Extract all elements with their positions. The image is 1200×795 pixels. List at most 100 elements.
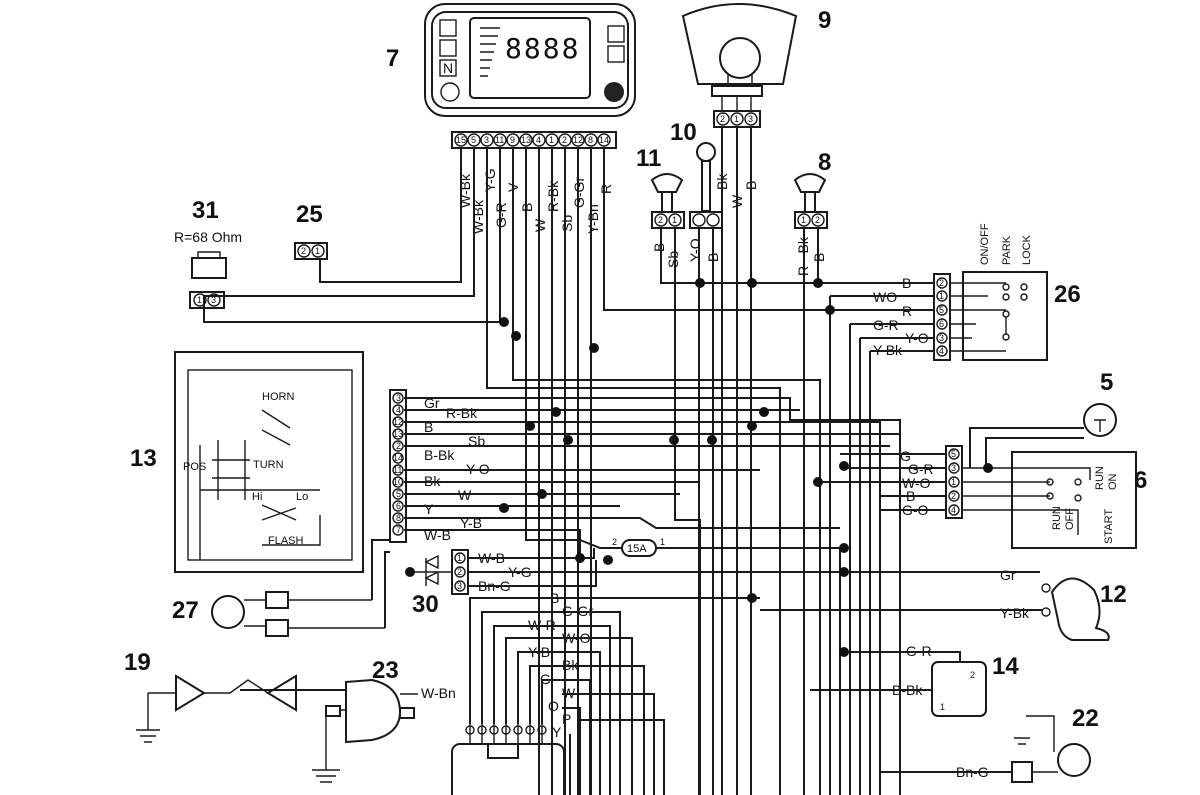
start-switch-6: 5 3 1 2 4 RUN ON RUN OFF START (945, 445, 1137, 549)
svg-text:POS: POS (183, 461, 206, 473)
switch-8: 1 2 R - Bk B (793, 173, 828, 276)
svg-text:FLASH: FLASH (268, 535, 304, 547)
svg-text:2: 2 (815, 215, 820, 225)
main-harness-connector (451, 724, 565, 795)
svg-text:2: 2 (612, 537, 617, 547)
svg-text:N: N (443, 60, 453, 76)
svg-text:10: 10 (393, 477, 403, 487)
label-26: 26 (1054, 281, 1081, 308)
svg-text:2: 2 (970, 670, 975, 680)
svg-text:RUN: RUN (1051, 506, 1063, 530)
headlight: 2 1 3 Bk W B (681, 3, 798, 208)
svg-text:11: 11 (393, 465, 402, 475)
svg-text:13: 13 (393, 429, 403, 439)
label-22: 22 (1072, 705, 1099, 732)
svg-text:8888: 8888 (505, 32, 580, 65)
svg-text:5: 5 (951, 449, 956, 459)
dashboard-pins: 15 5 3 11 9 13 4 1 2 12 8 14 (454, 133, 611, 147)
svg-text:Y-G: Y-G (482, 168, 498, 192)
dash-pin-9: 2 (562, 135, 567, 145)
switch-10: Y-O B (687, 142, 723, 262)
svg-text:Sb: Sb (665, 251, 681, 268)
spark-plugs-19 (136, 674, 297, 743)
svg-text:4: 4 (951, 505, 956, 515)
svg-text:Y: Y (552, 724, 562, 740)
svg-text:1: 1 (801, 215, 806, 225)
svg-text:3: 3 (211, 295, 216, 305)
label-11: 11 (636, 145, 661, 172)
ignition-switch-26: 2 1 5 6 3 4 ON/OFF PARK LOCK (933, 223, 1048, 361)
svg-text:Y-O: Y-O (687, 238, 703, 262)
dash-pin-8: 1 (549, 135, 554, 145)
dash-pin-6: 13 (521, 135, 531, 145)
svg-text:Y-Bn: Y-Bn (585, 204, 601, 234)
dash-pin-7: 4 (536, 135, 541, 145)
component-5 (1083, 403, 1117, 437)
svg-text:2: 2 (396, 441, 401, 451)
svg-text:5: 5 (939, 305, 944, 315)
fuse: 15A 2 1 (612, 537, 665, 557)
svg-text:B-Bk: B-Bk (424, 447, 455, 463)
component-27 (211, 591, 385, 637)
handlebar-switch-13: HORN TURN POS Hi Lo FLASH 3 4 12 13 2 14… (174, 351, 407, 573)
dash-pin-12: 14 (599, 135, 609, 145)
svg-text:ON/OFF: ON/OFF (979, 223, 991, 265)
resistor-31: 31 R=68 Ohm 1 3 (174, 197, 242, 309)
label-9: 9 (818, 7, 831, 34)
svg-text:12: 12 (393, 417, 403, 427)
svg-text:2: 2 (939, 278, 944, 288)
svg-text:RUN: RUN (1094, 466, 1106, 490)
svg-text:3: 3 (748, 114, 753, 124)
svg-text:1: 1 (940, 702, 945, 712)
svg-text:TURN: TURN (253, 459, 284, 471)
dash-pin-4: 11 (495, 135, 504, 145)
label-23: 23 (372, 657, 399, 684)
svg-text:B: B (651, 243, 667, 252)
svg-text:14: 14 (393, 453, 403, 463)
svg-text:1: 1 (315, 246, 320, 256)
svg-text:START: START (1103, 509, 1115, 544)
svg-text:2: 2 (658, 215, 663, 225)
label-10: 10 (670, 119, 697, 146)
svg-text:W-Bk: W-Bk (470, 199, 486, 234)
wires (203, 127, 1084, 795)
svg-text:4: 4 (396, 405, 401, 415)
dash-pin-5: 9 (510, 135, 515, 145)
svg-text:W-Bn: W-Bn (421, 685, 456, 701)
svg-text:15A: 15A (627, 543, 647, 555)
dash-pin-1: 15 (456, 135, 466, 145)
dash-pin-3: 3 (484, 135, 489, 145)
label-13: 13 (130, 445, 157, 472)
svg-text:6: 6 (939, 319, 944, 329)
relay-14: 2 1 G-R B-Bk (892, 643, 987, 717)
svg-text:3: 3 (396, 393, 401, 403)
switch-11: 2 1 B Sb (650, 173, 685, 268)
svg-text:1: 1 (197, 295, 202, 305)
label-7: 7 (386, 45, 399, 72)
svg-text:2: 2 (457, 567, 462, 577)
svg-text:B: B (424, 419, 433, 435)
svg-text:3: 3 (939, 333, 944, 343)
svg-text:3: 3 (951, 463, 956, 473)
dashboard-instrument-cluster: N 8888 (424, 3, 636, 149)
svg-text:Lo: Lo (296, 491, 308, 503)
svg-text:1: 1 (457, 553, 462, 563)
svg-text:5: 5 (396, 489, 401, 499)
svg-text:7: 7 (396, 525, 401, 535)
svg-text:OFF: OFF (1064, 508, 1076, 530)
svg-text:2: 2 (301, 246, 306, 256)
label-6: 6 (1134, 467, 1147, 494)
label-12: 12 (1100, 581, 1127, 608)
svg-text:8: 8 (396, 513, 401, 523)
label-30: 30 (412, 591, 439, 618)
svg-text:PARK: PARK (1001, 235, 1013, 265)
svg-text:3: 3 (457, 581, 462, 591)
svg-text:Hi: Hi (252, 491, 262, 503)
svg-text:1: 1 (951, 477, 956, 487)
svg-text:Y: Y (424, 501, 434, 517)
label-25: 25 (296, 201, 323, 228)
dash-pin-11: 8 (588, 135, 593, 145)
svg-text:Gr: Gr (1000, 567, 1016, 583)
label-27: 27 (172, 597, 199, 624)
